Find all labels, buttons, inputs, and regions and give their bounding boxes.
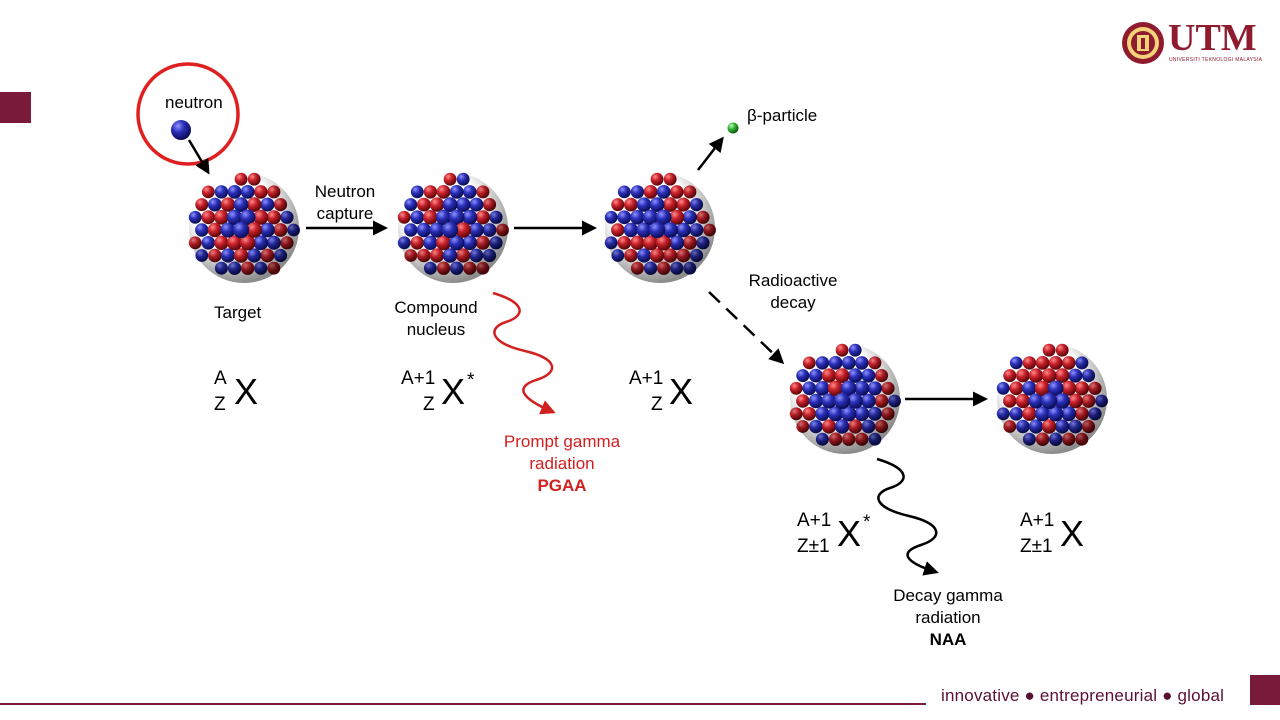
element-symbol: X <box>669 371 694 412</box>
compound-nucleus <box>397 172 509 283</box>
accent-square-left <box>0 92 31 123</box>
beta-emission-arrow <box>697 136 724 171</box>
element-symbol: X <box>837 513 862 554</box>
neutron-capture-line2: capture <box>316 204 374 223</box>
radioactive-decay-line2: decay <box>770 293 816 312</box>
neutron-capture-label: Neutron capture <box>308 181 382 225</box>
mass-number: A+1 <box>629 368 664 389</box>
prompt-gamma-label: Prompt gamma radiation PGAA <box>492 431 632 497</box>
prompt-gamma-line2: radiation <box>529 454 595 473</box>
radioactive-decay-label: Radioactive decay <box>740 270 846 314</box>
footer-tagline: innovative ● entrepreneurial ● global <box>941 686 1225 705</box>
element-symbol: X <box>441 371 466 412</box>
naa-label: NAA <box>929 630 967 649</box>
decay-gamma-label: Decay gamma radiation NAA <box>880 585 1016 651</box>
nucleus-shading <box>997 344 1107 454</box>
compound-nucleus-line1: Compound <box>394 298 478 317</box>
intermediate-nucleus <box>604 172 716 283</box>
footer-divider <box>0 703 926 705</box>
element-symbol: X <box>1060 513 1085 554</box>
neutron-label: neutron <box>165 93 223 112</box>
notation-intermediate: A+1 Z X <box>629 368 709 418</box>
daughter-ground-nucleus <box>996 343 1108 454</box>
target-label: Target <box>214 303 262 322</box>
beta-particle <box>727 122 739 134</box>
decay-gamma-wave-arrow <box>876 457 939 576</box>
nucleus-shading <box>189 173 299 283</box>
notation-daughter-excited: A+1 Z±1 X * <box>797 510 887 560</box>
nucleus-shading <box>398 173 508 283</box>
mass-number: A+1 <box>401 368 436 389</box>
atomic-number: Z <box>651 394 663 415</box>
atomic-number: Z±1 <box>1020 536 1053 557</box>
neutron-capture-line1: Neutron <box>314 182 376 201</box>
mass-number: A+1 <box>1020 510 1055 531</box>
nucleus-shading <box>605 173 715 283</box>
notation-compound: A+1 Z X * <box>401 368 491 418</box>
excited-star: * <box>467 370 475 391</box>
prompt-gamma-line1: Prompt gamma <box>503 432 621 451</box>
neutron-incoming-arrow <box>187 139 210 175</box>
notation-daughter-ground: A+1 Z±1 X <box>1020 510 1100 560</box>
neutron-particle <box>171 120 191 140</box>
compound-nucleus-line2: nucleus <box>406 320 466 339</box>
highlight-ring <box>136 62 240 166</box>
target-nucleus <box>188 172 300 283</box>
logo-subtitle: UNIVERSITI TEKNOLOGI MALAYSIA <box>1169 57 1263 63</box>
atomic-number: Z±1 <box>797 536 830 557</box>
radioactive-decay-arrow <box>708 291 785 365</box>
prompt-gamma-wave-arrow <box>492 291 556 415</box>
pgaa-label: PGAA <box>537 476 587 495</box>
nucleus-shading <box>790 344 900 454</box>
accent-square-right <box>1250 675 1280 705</box>
element-symbol: X <box>234 371 259 412</box>
utm-logo: UTM UNIVERSITI TEKNOLOGI MALAYSIA <box>1120 17 1263 70</box>
utm-crest-icon <box>1122 22 1164 64</box>
daughter-excited-nucleus <box>789 343 901 454</box>
beta-particle-label: β-particle <box>747 106 818 125</box>
decay-gamma-line1: Decay gamma <box>893 586 1003 605</box>
compound-nucleus-label: Compound nucleus <box>388 297 484 341</box>
radioactive-decay-line1: Radioactive <box>748 271 838 290</box>
mass-number: A <box>214 368 227 389</box>
atomic-number: Z <box>423 394 435 415</box>
atomic-number: Z <box>214 394 226 415</box>
notation-target: A Z X <box>212 368 272 418</box>
excited-star: * <box>863 512 871 533</box>
decay-gamma-line2: radiation <box>915 608 981 627</box>
logo-wordmark: UTM <box>1168 17 1257 59</box>
mass-number: A+1 <box>797 510 832 531</box>
